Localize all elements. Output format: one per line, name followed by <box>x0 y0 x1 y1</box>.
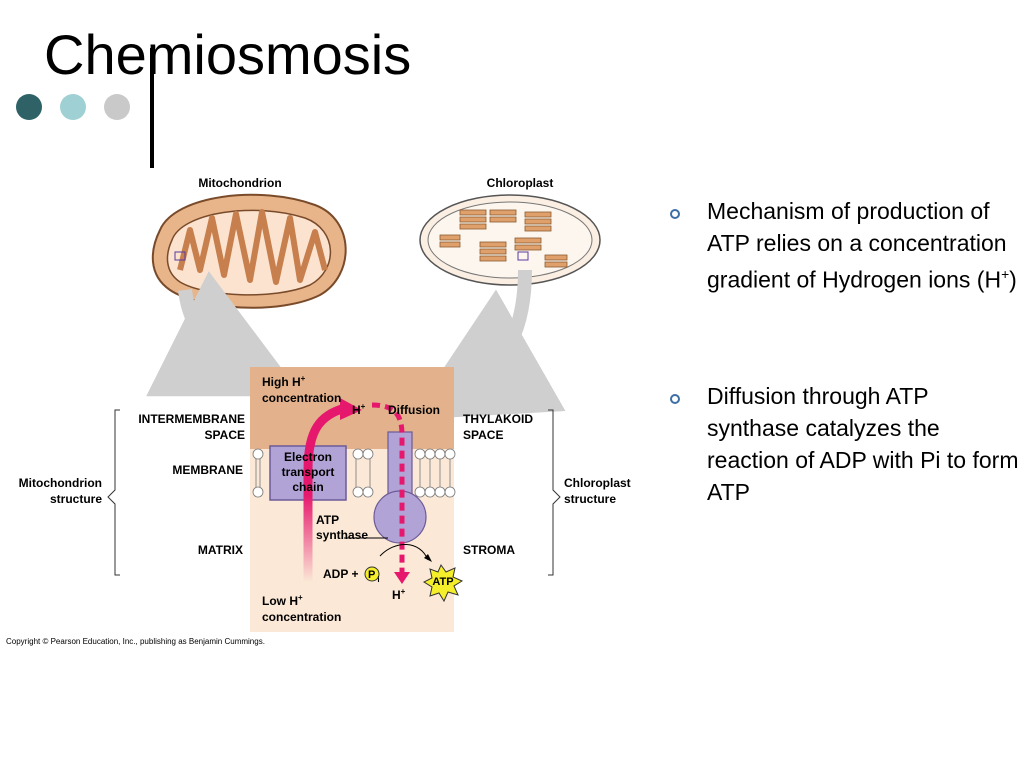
low-h-label: Low H+ <box>262 593 303 608</box>
adp-label: ADP + <box>323 567 358 581</box>
bullet-list: Mechanism of production of ATP relies on… <box>670 195 1020 508</box>
right-structure-2: structure <box>564 492 616 506</box>
left-bracket <box>107 409 120 576</box>
bullet-item: Mechanism of production of ATP relies on… <box>670 195 1020 296</box>
left-structure-2: structure <box>50 492 102 506</box>
dot-grey <box>104 94 130 120</box>
chloroplast-illustration <box>419 194 601 286</box>
atp-synthase-label-2: synthase <box>316 528 368 542</box>
atp-star <box>422 563 464 603</box>
low-h-concentration: concentration <box>262 610 341 624</box>
right-structure-1: Chloroplast <box>564 476 631 490</box>
proton-pump-arrow <box>303 403 347 582</box>
right-stroma: STROMA <box>463 543 515 557</box>
left-intermembrane-2: SPACE <box>205 428 245 442</box>
dot-light <box>60 94 86 120</box>
right-thylakoid-1: THYLAKOID <box>463 412 533 426</box>
text-cursor <box>150 48 154 168</box>
right-thylakoid-2: SPACE <box>463 428 503 442</box>
right-zoom-arrow <box>409 269 566 420</box>
bullet-marker-icon <box>670 393 680 404</box>
etc-label-1: Electron <box>284 450 332 464</box>
bullet-marker-icon <box>670 209 680 219</box>
slide-title: Chemiosmosis <box>44 23 412 86</box>
h-plus-top: H+ <box>352 402 366 417</box>
left-zoom-arrow <box>146 271 303 397</box>
h-plus-bottom: H+ <box>392 587 406 602</box>
left-intermembrane-1: INTERMEMBRANE <box>138 412 245 426</box>
atp-synthase-label-1: ATP <box>316 513 339 527</box>
dot-dark <box>16 94 42 120</box>
left-structure-1: Mitochondrion <box>19 476 102 490</box>
atp-label: ATP <box>432 576 453 588</box>
diffusion-label: Diffusion <box>388 403 440 417</box>
high-h-label: High H+ <box>262 374 306 389</box>
proton-diffusion-arrow <box>371 402 405 572</box>
etc-label-2: transport <box>282 465 335 479</box>
copyright-notice: Copyright © Pearson Education, Inc., pub… <box>6 637 265 646</box>
phosphate-circle <box>364 566 380 582</box>
chloroplast-label: Chloroplast <box>487 176 554 190</box>
right-bracket <box>548 409 561 576</box>
etc-label-3: chain <box>292 480 323 494</box>
chemiosmosis-diagram: Mitochondrion Chloroplast <box>19 176 631 632</box>
bullet-item: Diffusion through ATP synthase catalyzes… <box>670 380 1020 508</box>
mitochondrion-label: Mitochondrion <box>198 176 281 190</box>
high-h-concentration: concentration <box>262 391 341 405</box>
left-matrix: MATRIX <box>198 543 243 557</box>
membrane-panel <box>250 367 464 632</box>
left-membrane: MEMBRANE <box>172 463 243 477</box>
